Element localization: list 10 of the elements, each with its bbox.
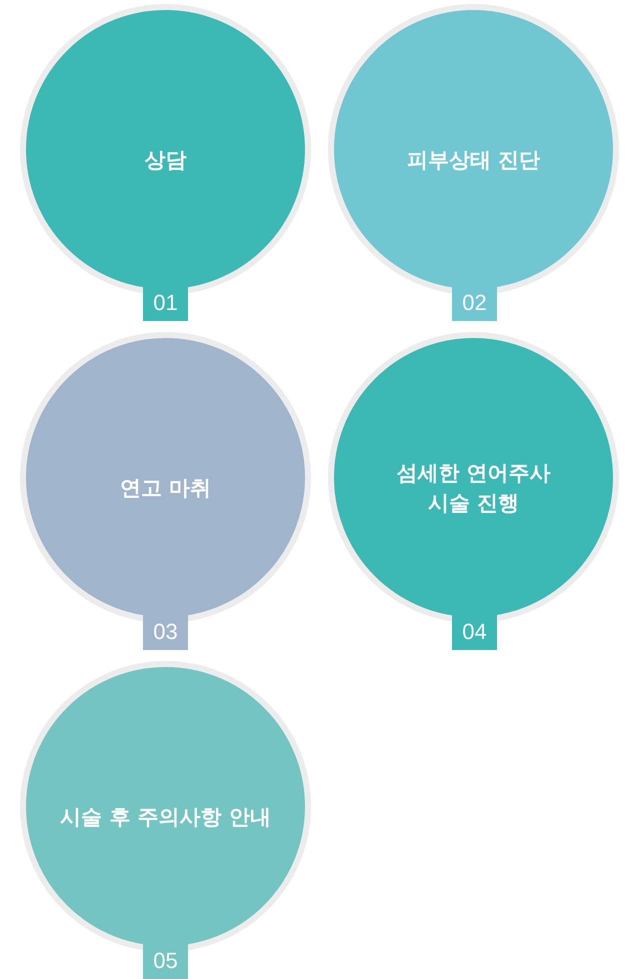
step-label: 상담 bbox=[144, 146, 186, 174]
step-label: 피부상태 진단 bbox=[406, 146, 540, 174]
step-label: 섬세한 연어주사 시술 진행 bbox=[395, 460, 552, 516]
step-number-tab: 01 bbox=[143, 285, 188, 321]
step-number-tab: 02 bbox=[452, 285, 497, 321]
step-number-tab: 03 bbox=[143, 614, 188, 650]
step-label: 시술 후 주의사항 안내 bbox=[60, 804, 271, 830]
step-label: 연고 마취 bbox=[120, 474, 212, 502]
step-number-tab: 04 bbox=[452, 614, 497, 650]
step-number-tab: 05 bbox=[143, 943, 188, 979]
